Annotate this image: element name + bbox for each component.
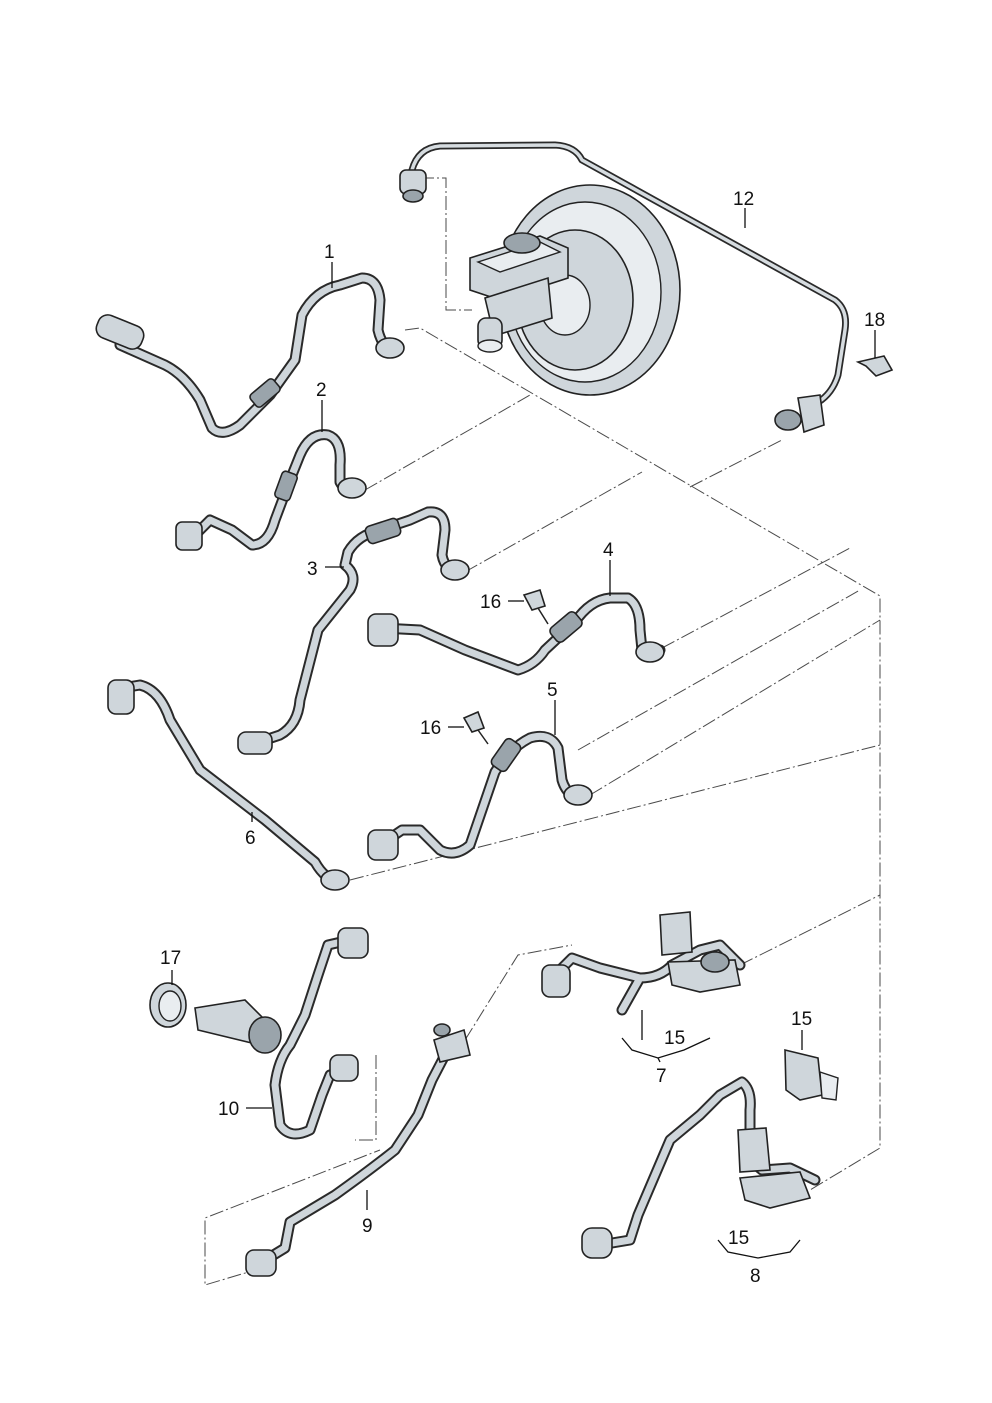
callout-3: 3 — [307, 559, 318, 580]
part-9-vacuum-hose — [245, 1023, 471, 1277]
part-8-hose-assembly — [581, 1076, 821, 1259]
reference-lines — [204, 177, 881, 1286]
callout-9: 9 — [362, 1216, 373, 1237]
callout-17: 17 — [160, 948, 181, 969]
part-6-vacuum-hose — [107, 679, 350, 891]
callout-18: 18 — [864, 310, 885, 331]
callout-12: 12 — [733, 189, 754, 210]
brake-booster — [469, 184, 681, 396]
part-3-vacuum-hose — [237, 506, 470, 755]
part-5-vacuum-hose — [367, 730, 593, 861]
callout-16-upper: 16 — [480, 592, 501, 613]
part-10-vacuum-hose — [194, 927, 369, 1140]
callout-5: 5 — [547, 680, 558, 701]
callout-2: 2 — [316, 380, 327, 401]
part-4-vacuum-hose — [367, 592, 666, 676]
callout-10: 10 — [218, 1099, 239, 1120]
part-18-clip — [855, 355, 894, 377]
leader-lines — [171, 208, 876, 1259]
part-16-check-valve-b — [462, 710, 489, 745]
part-12-vacuum-line — [399, 141, 849, 434]
callout-15-upper: 15 — [664, 1028, 685, 1049]
part-7-hose-assembly — [541, 911, 746, 1016]
callout-16-lower: 16 — [420, 718, 441, 739]
callouts: 1 2 3 4 5 6 7 8 9 10 12 15 15 15 16 16 1… — [160, 189, 885, 1287]
callout-6: 6 — [245, 828, 256, 849]
part-1-vacuum-hose — [95, 272, 405, 438]
part-17-hose-clamp — [149, 982, 187, 1028]
callout-15-sensor: 15 — [791, 1009, 812, 1030]
part-15-pressure-sensor — [784, 1048, 839, 1101]
callout-8: 8 — [750, 1266, 761, 1287]
callout-15-lower: 15 — [728, 1228, 749, 1249]
callout-1: 1 — [324, 242, 335, 263]
part-16-check-valve-a — [522, 588, 549, 625]
callout-7: 7 — [656, 1066, 667, 1087]
callout-4: 4 — [603, 540, 614, 561]
part-2-vacuum-hose — [175, 429, 367, 551]
